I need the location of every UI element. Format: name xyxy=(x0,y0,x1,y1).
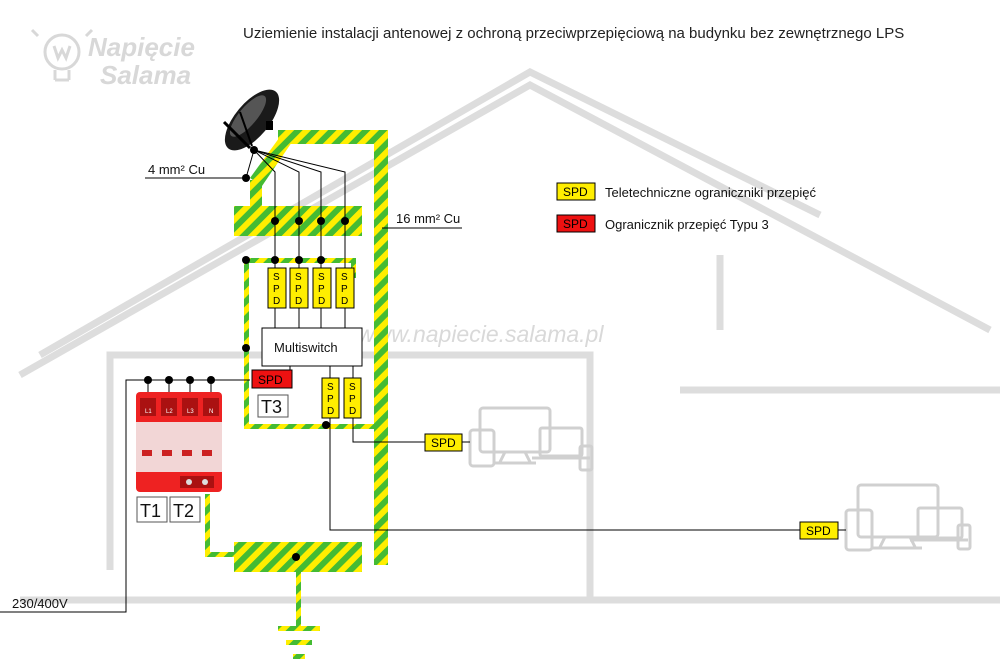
legend-text: Teletechniczne ograniczniki przepięć xyxy=(605,185,817,200)
spd-array: S P D S P D S P D S P D S P D xyxy=(267,267,362,419)
t2-badge: T2 xyxy=(169,496,201,523)
multiswitch-box: Multiswitch xyxy=(261,327,363,367)
wire-label-16mm: 16 mm² Cu xyxy=(396,211,460,226)
spd-unit-2: S P D xyxy=(289,267,309,309)
terminal-label: N xyxy=(209,409,213,415)
spd-letter: S xyxy=(327,382,334,393)
legend-item-type3: SPD Ogranicznik przepięć Typu 3 xyxy=(556,214,769,233)
spd-tag-out-2: SPD xyxy=(799,521,839,540)
logo: Napięcie Salama xyxy=(30,28,195,90)
spd-letter: P xyxy=(273,284,280,295)
spd-letter: D xyxy=(349,406,356,417)
computer-set-icon xyxy=(844,483,972,552)
spd-letter: P xyxy=(318,284,325,295)
watermark: www.napiecie.salama.pl xyxy=(358,321,604,347)
t3-label: T3 xyxy=(261,397,282,417)
spd-type3-label: SPD xyxy=(258,373,283,387)
legend-text: Ogranicznik przepięć Typu 3 xyxy=(605,217,769,232)
spd-unit-4: S P D xyxy=(335,267,355,309)
spd-letter: P xyxy=(341,284,348,295)
logo-line2: Salama xyxy=(100,60,191,90)
spd-letter: P xyxy=(327,394,334,405)
terminal-label: L3 xyxy=(187,409,194,415)
legend-tag: SPD xyxy=(563,217,588,231)
computer-set-icon xyxy=(468,406,594,472)
t1-badge: T1 xyxy=(136,496,168,523)
spd-letter: D xyxy=(295,296,302,307)
spd-type3-red: SPD xyxy=(251,369,293,389)
spd-letter: S xyxy=(349,382,356,393)
spd-tag-out-1: SPD xyxy=(424,433,463,452)
t1-label: T1 xyxy=(140,501,161,521)
terminal-label: L1 xyxy=(145,409,152,415)
legend-item-teletech: SPD Teletechniczne ograniczniki przepięć xyxy=(556,182,817,201)
terminal-label: L2 xyxy=(166,409,173,415)
spd-letter: D xyxy=(327,406,334,417)
spd-letter: S xyxy=(318,272,325,283)
spd-t1t2-device: L1 L2 L3 N xyxy=(136,392,222,492)
spd-unit-3: S P D xyxy=(312,267,332,309)
multiswitch-label: Multiswitch xyxy=(274,340,338,355)
spd-letter: S xyxy=(273,272,280,283)
spd-unit-out-2: S P D xyxy=(343,377,362,419)
t2-label: T2 xyxy=(173,501,194,521)
spd-letter: D xyxy=(318,296,325,307)
ground-symbol-icon xyxy=(278,626,320,659)
page-title: Uziemienie instalacji antenowej z ochron… xyxy=(243,25,904,42)
legend-tag: SPD xyxy=(563,185,588,199)
spd-letter: P xyxy=(349,394,356,405)
spd-tag-label: SPD xyxy=(431,436,456,450)
t3-badge: T3 xyxy=(257,394,289,418)
bulb-logo-icon xyxy=(30,28,94,82)
spd-letter: D xyxy=(273,296,280,307)
junction-dots xyxy=(144,174,349,561)
spd-letter: D xyxy=(341,296,348,307)
spd-letter: S xyxy=(295,272,302,283)
spd-unit-1: S P D xyxy=(267,267,287,309)
spd-letter: S xyxy=(341,272,348,283)
logo-line1: Napięcie xyxy=(88,32,195,62)
mains-label: 230/400V xyxy=(12,596,68,611)
spd-tag-label: SPD xyxy=(806,524,831,538)
wire-label-4mm: 4 mm² Cu xyxy=(148,162,205,177)
spd-letter: P xyxy=(295,284,302,295)
legend: SPD Teletechniczne ograniczniki przepięć… xyxy=(556,182,817,233)
spd-unit-out-1: S P D xyxy=(321,377,340,419)
